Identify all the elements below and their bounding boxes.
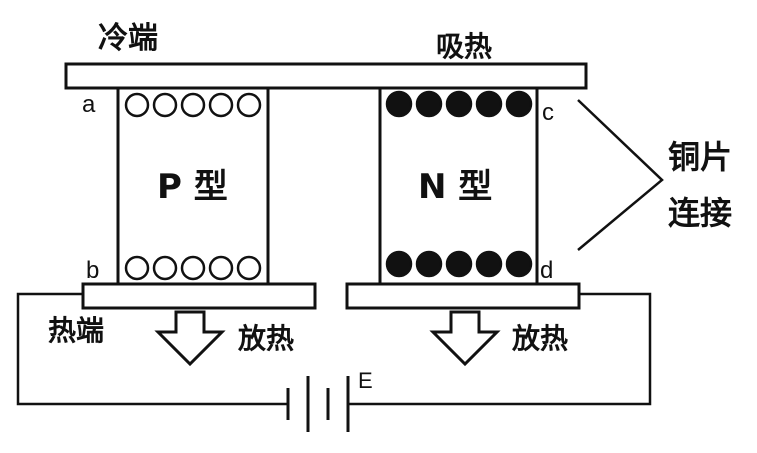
hole-carrier: [152, 255, 178, 281]
p-holes-top-row: [124, 92, 262, 118]
absorb-heat-label: 吸热: [436, 30, 492, 63]
n-electrons-bottom-row: [385, 250, 533, 278]
hole-carrier: [180, 255, 206, 281]
hot-end-label: 热端: [48, 314, 104, 347]
hole-carrier: [208, 255, 234, 281]
hole-carrier: [208, 92, 234, 118]
hole-carrier: [124, 92, 150, 118]
heat-release-arrow-left: [154, 310, 226, 367]
point-d-label: d: [540, 257, 553, 284]
electron-carrier: [505, 90, 533, 118]
hole-carrier: [236, 255, 262, 281]
hole-carrier: [180, 92, 206, 118]
top-copper-plate: [64, 62, 588, 90]
circuit-wire-left: [16, 292, 288, 406]
electron-carrier: [385, 90, 413, 118]
p-type-label: P 型: [157, 167, 228, 207]
heat-release-arrow-right: [429, 310, 501, 367]
electron-carrier: [445, 250, 473, 278]
copper-connection-label-line2: 连接: [668, 194, 732, 232]
hole-carrier: [236, 92, 262, 118]
n-electrons-top-row: [385, 90, 533, 118]
hole-carrier: [124, 255, 150, 281]
point-c-label: c: [542, 99, 554, 126]
hole-carrier: [152, 92, 178, 118]
release-heat-left-label: 放热: [237, 322, 294, 355]
copper-connection-label-line1: 铜片: [668, 138, 732, 176]
electron-carrier: [415, 250, 443, 278]
electron-carrier: [505, 250, 533, 278]
electron-carrier: [445, 90, 473, 118]
electron-carrier: [475, 90, 503, 118]
release-heat-right-label: 放热: [511, 322, 568, 355]
point-b-label: b: [86, 257, 99, 284]
point-a-label: a: [82, 91, 96, 118]
electron-carrier: [385, 250, 413, 278]
battery-label: E: [358, 368, 373, 393]
bottom-right-copper-plate: [345, 282, 581, 310]
n-type-label: N 型: [418, 167, 492, 207]
p-type-block: [116, 86, 270, 286]
electron-carrier: [475, 250, 503, 278]
p-holes-bottom-row: [124, 255, 262, 281]
battery-symbol: [286, 376, 350, 432]
cold-end-label: 冷端: [98, 21, 158, 56]
circuit-wire-right: [348, 292, 652, 406]
electron-carrier: [415, 90, 443, 118]
copper-pointer-lines: [577, 99, 664, 251]
bottom-left-copper-plate: [81, 282, 317, 310]
